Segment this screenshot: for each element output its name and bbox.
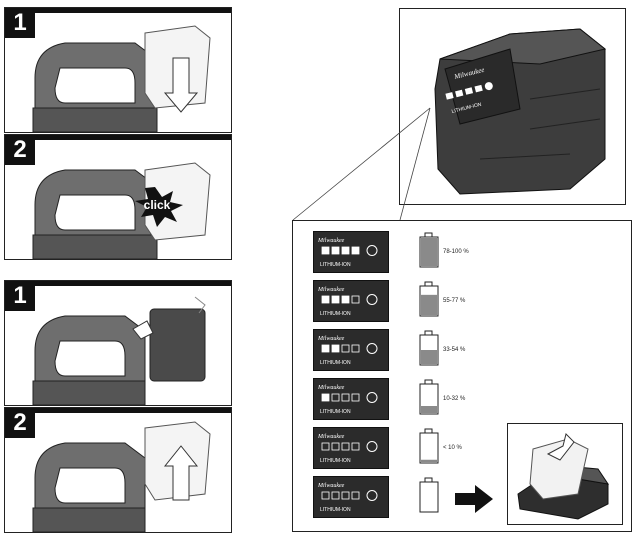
gauge-brand-label: Milwaukee [317,434,345,440]
battery-pack-panel: Milwaukee LITHIUM-ION [399,8,626,205]
led-indicator [351,442,360,451]
gauge-brand-label: Milwaukee [317,385,345,391]
charger-illustration [517,433,610,520]
led-indicator [351,344,360,353]
gauge-type-label: LITHIUM-ION [320,360,351,366]
led-indicator [331,393,340,402]
led-indicator [341,491,350,500]
remove-step-2-panel: 2 [4,407,232,533]
jigsaw-remove-illustration [32,421,211,532]
click-burst [135,187,183,227]
jigsaw-release-illustration [32,296,206,405]
battery-level-icon [419,281,439,317]
led-indicator [351,491,360,500]
battery-fill [421,406,437,413]
gauge-brand-label: Milwaukee [317,483,345,489]
led-indicator [341,442,350,451]
battery-level-icon [419,428,439,464]
gauge-button-icon [366,245,378,256]
battery-fill [421,294,437,315]
led-indicator [341,246,350,255]
battery-fill [421,459,437,462]
gauge-type-label: LITHIUM-ION [320,311,351,317]
led-indicator [341,393,350,402]
led-indicator [321,442,330,451]
step-bar [5,281,231,286]
led-indicator [331,295,340,304]
gauge-brand-label: Milwaukee [317,336,345,342]
led-indicator [321,491,330,500]
charge-arrow-icon [455,485,493,513]
charge-percent-label: < 10 % [443,445,462,451]
step-bar [5,135,231,140]
gauge-brand-label: Milwaukee [317,287,345,293]
gauge-button-icon [366,490,378,501]
led-indicator [341,344,350,353]
led-indicator [321,344,330,353]
insert-step-2-panel: 2 click [4,134,232,260]
battery-pack-illustration: Milwaukee LITHIUM-ION [434,28,607,195]
battery-level-icon [419,330,439,366]
step-number: 2 [5,408,35,438]
led-indicator [351,246,360,255]
led-indicator [331,344,340,353]
led-indicator [341,295,350,304]
click-label: click [143,198,171,212]
gauge-type-label: LITHIUM-ION [320,409,351,415]
step-bar [5,408,231,413]
charge-percent-label: 33-54 % [443,347,466,353]
remove-step-1-panel: 1 [4,280,232,406]
gauge-button-icon [366,441,378,452]
gauge-button-icon [366,343,378,354]
gauge-brand-label: Milwaukee [317,238,345,244]
led-indicator [331,491,340,500]
step-number: 1 [5,8,35,38]
led-indicator [331,442,340,451]
charge-percent-label: 10-32 % [443,396,466,402]
led-indicator [351,393,360,402]
fuel-gauge-leds [445,82,493,100]
jigsaw-click-illustration [32,162,211,259]
led-indicator [321,246,330,255]
insert-step-1-panel: 1 [4,7,232,133]
battery-fill [421,350,437,364]
charge-percent-label: 55-77 % [443,298,466,304]
battery-level-icon [419,232,439,268]
led-indicator [321,393,330,402]
battery-level-icon [419,477,439,513]
jigsaw-insert-illustration [32,25,211,132]
gauge-type-label: LITHIUM-ION [320,507,351,513]
gauge-button-icon [366,294,378,305]
gauge-button-icon [366,392,378,403]
step-bar [5,8,231,13]
charger-panel [507,423,623,525]
gauge-type-label: LITHIUM-ION [320,262,351,268]
led-indicator [331,246,340,255]
battery-level-icon [419,379,439,415]
step-number: 2 [5,135,35,165]
step-number: 1 [5,281,35,311]
led-indicator [351,295,360,304]
charge-percent-label: 78-100 % [443,249,469,255]
gauge-type-label: LITHIUM-ION [320,458,351,464]
led-indicator [321,295,330,304]
battery-fill [421,238,437,266]
